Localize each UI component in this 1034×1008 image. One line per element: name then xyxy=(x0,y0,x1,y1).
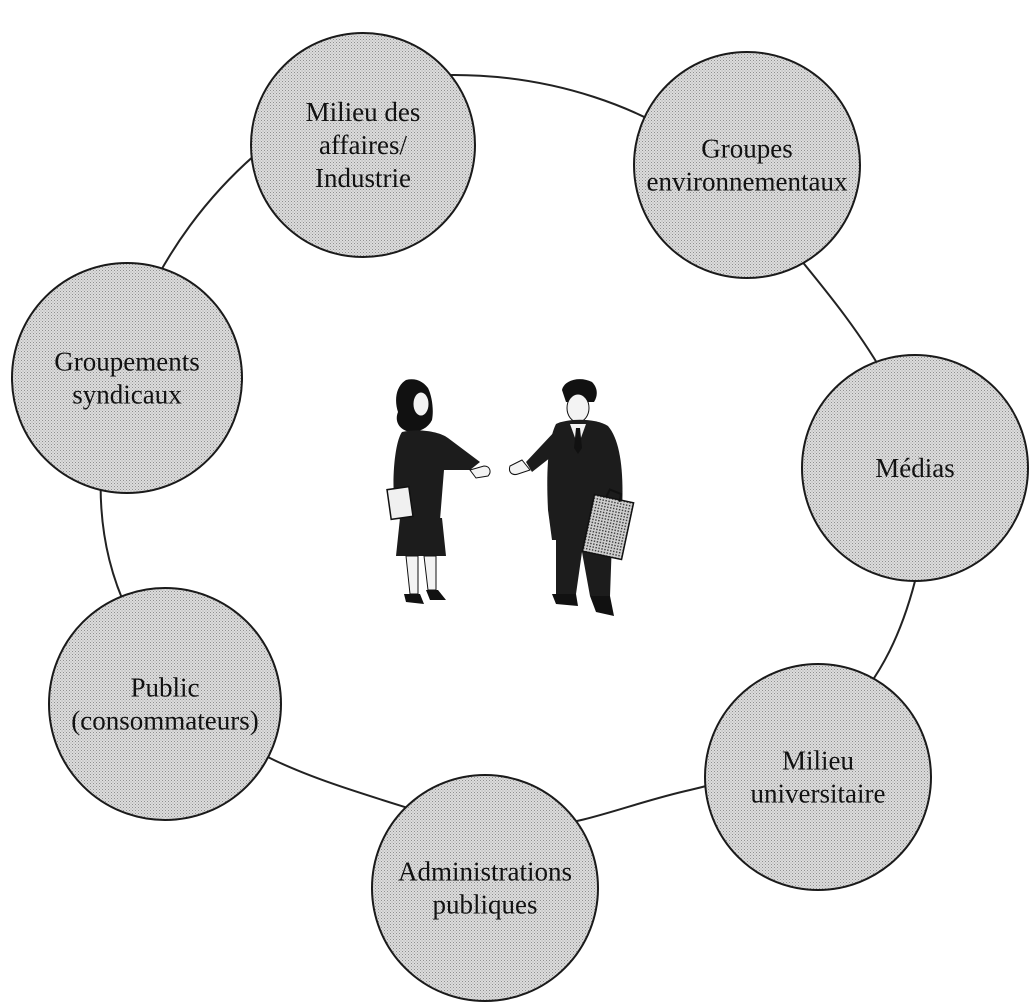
stakeholder-label: universitaire xyxy=(751,779,886,809)
businesspeople-handshake-icon xyxy=(386,379,635,616)
stakeholder-label: Public xyxy=(130,673,199,703)
stakeholder-circle xyxy=(704,663,932,891)
stakeholder-label: Milieu des xyxy=(306,97,421,127)
stakeholder-circle xyxy=(801,354,1029,582)
stakeholder-circle xyxy=(11,262,243,494)
stakeholder-label: Groupements xyxy=(54,347,199,377)
stakeholder-circle xyxy=(371,774,599,1002)
businesswoman-figure xyxy=(386,379,491,604)
stakeholder-label: environnementaux xyxy=(647,167,848,197)
stakeholder-label: syndicaux xyxy=(72,380,182,410)
stakeholder-label: Milieu xyxy=(782,746,854,776)
stakeholder-label: Administrations xyxy=(398,857,572,887)
stakeholder-label: affaires/ xyxy=(319,130,407,160)
stakeholder-label: Groupes xyxy=(701,134,792,164)
stakeholder-label: (consommateurs) xyxy=(71,706,258,736)
stakeholder-label: Médias xyxy=(875,453,954,483)
stakeholder-label: Industrie xyxy=(315,163,411,193)
stakeholder-label: publiques xyxy=(433,890,538,920)
stakeholder-circle xyxy=(633,51,861,279)
businessman-figure xyxy=(509,379,635,616)
stakeholder-node-public: Public(consommateurs) xyxy=(48,587,282,821)
stakeholder-node-media: Médias xyxy=(801,354,1029,582)
stakeholder-circle xyxy=(250,32,476,258)
stakeholder-circle xyxy=(48,587,282,821)
